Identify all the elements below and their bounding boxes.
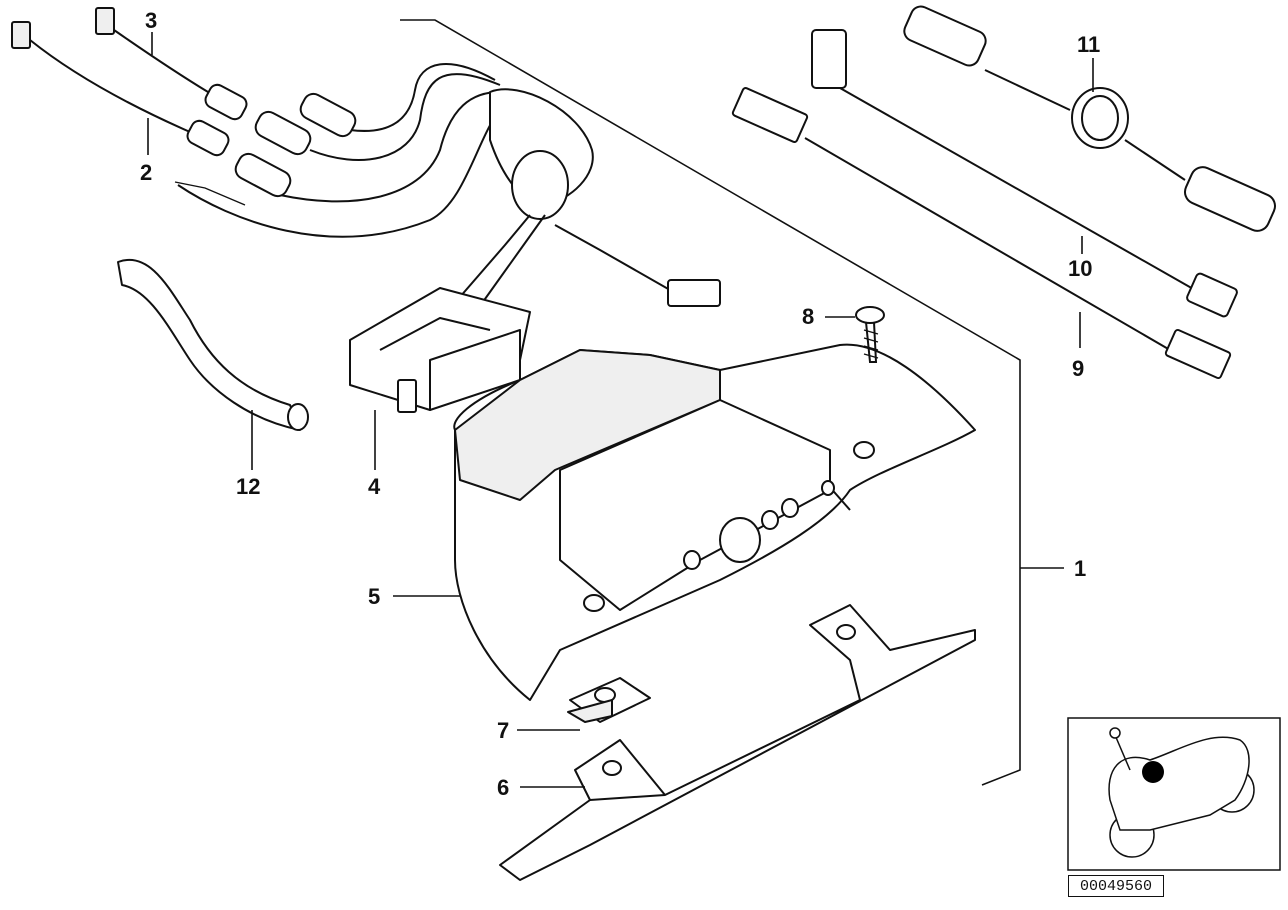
- clip-nut-part-7: [517, 677, 651, 731]
- callout-9: 9: [1072, 356, 1084, 381]
- reference-number: 00049560: [1068, 875, 1164, 897]
- callout-6: 6: [497, 775, 509, 800]
- callout-10: 10: [1068, 256, 1092, 281]
- coiled-cable-part-11: [903, 5, 1276, 232]
- housing-part-5: [393, 343, 976, 701]
- location-thumbnail: [1067, 717, 1281, 871]
- callout-8: 8: [802, 304, 814, 329]
- callout-7: 7: [497, 718, 509, 743]
- cable-part-3: [95, 7, 248, 121]
- callout-3: 3: [145, 8, 157, 33]
- cable-part-9: [731, 87, 1232, 380]
- callout-12: 12: [236, 474, 260, 499]
- hose-part-12: [117, 258, 309, 470]
- callout-4: 4: [368, 474, 381, 499]
- motorcycle-icon: [1108, 727, 1255, 858]
- screw-part-8: [825, 306, 885, 363]
- callout-1: 1: [1074, 556, 1086, 581]
- assembly-bracket-1: [400, 19, 1064, 786]
- wiring-harness: [174, 63, 721, 321]
- callout-11: 11: [1077, 32, 1100, 57]
- callout-5: 5: [368, 584, 380, 609]
- callout-2: 2: [140, 160, 152, 185]
- rail-part-6: [499, 604, 976, 881]
- cable-part-10: [811, 29, 1238, 318]
- cable-part-2: [11, 21, 230, 157]
